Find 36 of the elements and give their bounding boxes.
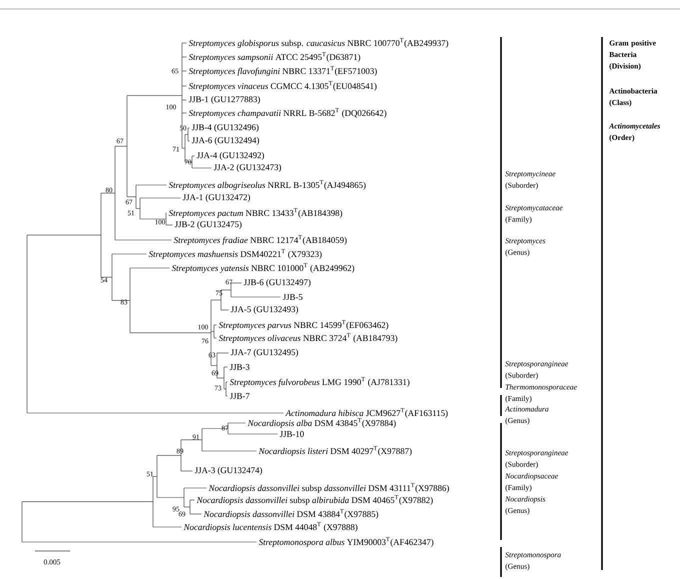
- taxon-label: Streptomyces sampsonii ATCC 25495$^{T}$(D63871): [188, 52, 360, 62]
- taxon-label: JJA-4 (GU132492): [196, 152, 264, 160]
- taxon-label: Nocardiopsis listeri DSM 40297$^{T}$(X97887): [258, 446, 412, 456]
- taxon-label: JJA-7 (GU132495): [230, 349, 298, 357]
- taxon-label: Streptomyces champavatii NRRL B-5682$^{T}$ (DQ026642): [188, 108, 386, 118]
- taxon-label: JJB-6 (GU132497): [244, 279, 311, 287]
- taxon-label: Streptomyces parvus NBRC 14599$^{T}$(EF063462): [218, 320, 388, 330]
- taxon-label: Streptomyces fulvorobeus LMG 1990$^{T}$ (AJ781331): [230, 377, 410, 387]
- taxon-label: Streptomonospora albus YIM90003$^{T}$(AF462347): [258, 537, 434, 547]
- taxon-label: JJA-1 (GU132472): [182, 194, 250, 202]
- taxon-label: Nocardiopsis dassonvillei DSM 43884$^{T}$(X97885): [204, 509, 378, 519]
- taxon-label: Streptomyces albogriseolus NRRL B-1305$^{T}$(AJ494865): [168, 180, 366, 190]
- taxon-label: Actinomadura hibisca JCM9627$^{T}$(AF163115): [285, 408, 448, 418]
- taxon-label: JJB-7: [230, 393, 250, 399]
- taxon-label: Streptomyces flavofungini NBRC 13371$^{T}$(EF571003): [188, 66, 377, 76]
- taxon-label: Nocardiopsis lucentensis DSM 44048$^{T}$ (X97888): [184, 522, 358, 532]
- taxon-label: JJA-3 (GU132474): [194, 467, 262, 475]
- taxon-label: Streptomyces vinaceus CGMCC 4.1305$^{T}$(EU048541): [188, 81, 377, 91]
- taxon-label: JJB-1 (GU1277883): [188, 96, 260, 104]
- taxon-label: Streptomyces mashuensis DSM40221$^{T}$ (X79323): [148, 249, 322, 259]
- taxon-label: Streptomyces fradiae NBRC 12174$^{T}$(AB184059): [174, 235, 347, 245]
- taxon-label: Streptomyces globisporus subsp. caucasicus NBRC 100770$^{T}$(AB249937): [188, 38, 448, 48]
- taxon-label: JJB-10: [280, 431, 304, 437]
- taxon-label: Nocardiopsis dassonvillei subsp dassonvillei DSM 43111$^{T}$(X97886): [208, 483, 449, 493]
- taxon-label: Streptomyces pactum NBRC 13433$^{T}$(AB184398): [168, 208, 342, 218]
- taxon-label: JJB-2 (GU132475): [174, 221, 242, 229]
- taxon-label: Streptomyces olivaceus NBRC 3724$^{T}$ (AB184793): [218, 333, 398, 343]
- taxon-label: Nocardiopsis alba DSM 43845$^{T}$(X97884): [248, 418, 396, 428]
- taxon-label: JJB-5: [282, 294, 302, 300]
- taxon-label: JJB-4 (GU132496): [192, 124, 259, 132]
- taxon-label: JJA-6 (GU132494): [192, 137, 259, 145]
- taxon-label: JJA-5 (GU132493): [230, 306, 298, 314]
- taxon-label: JJA-2 (GU132473): [214, 164, 281, 172]
- taxon-label: JJB-3: [230, 364, 250, 370]
- taxon-label: Nocardiopsis dassonvillei subsp albirubida DSM 40465$^{T}$(X97882): [196, 495, 433, 505]
- taxon-label: Streptomyces yatensis NBRC 101000$^{T}$ (AB249962): [172, 263, 354, 273]
